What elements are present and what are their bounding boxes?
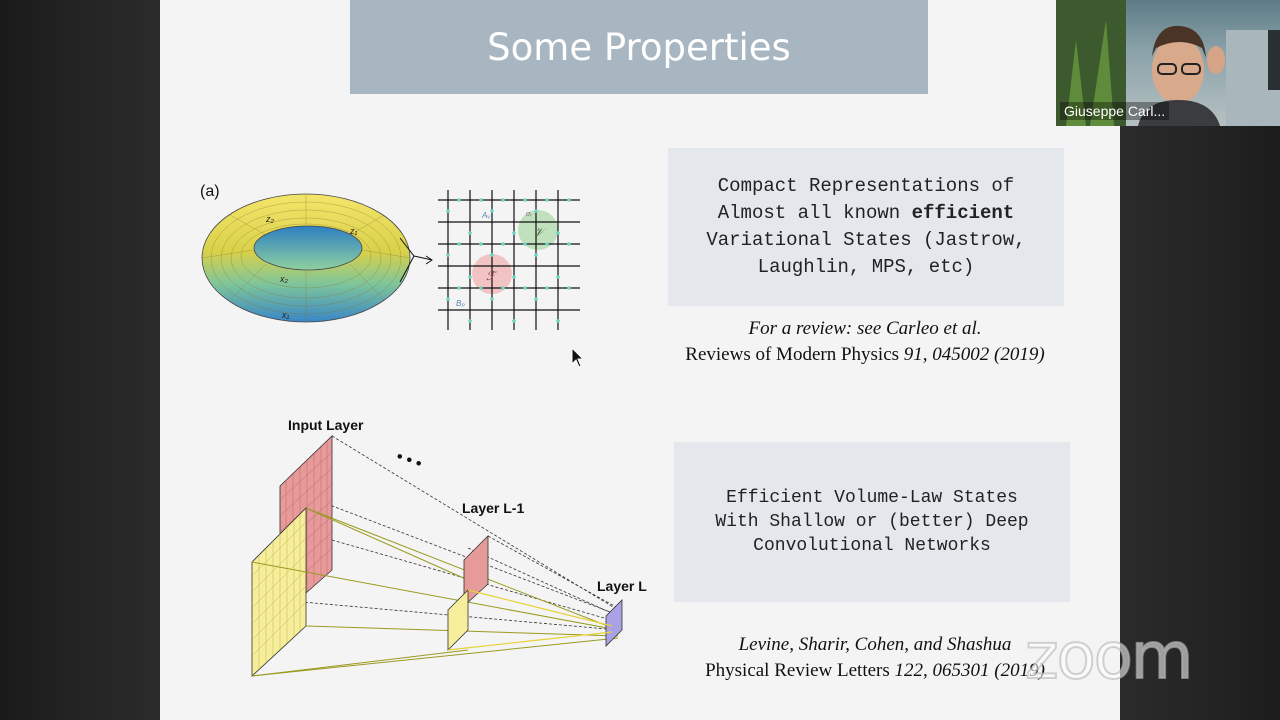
box1-line4: Laughlin, MPS, etc) — [757, 256, 975, 278]
cite1-ref: 91, 045002 (2019) — [903, 344, 1045, 365]
participant-name: Giuseppe Carl... — [1060, 102, 1170, 120]
citation-levine: Levine, Sharir, Cohen, and Shashua Physi… — [655, 632, 1095, 684]
cite1-line1: For a review: see Carleo et al. — [748, 318, 982, 339]
box1-line2: Almost all known — [717, 202, 912, 224]
layer-l-label: Layer L — [597, 578, 647, 594]
property-box-volume-law: Efficient Volume-Law States With Shallow… — [674, 442, 1070, 602]
input-layer-label: Input Layer — [288, 417, 364, 433]
cite2-ref: 122, 065301 (2019) — [894, 660, 1045, 681]
torus-figure: z₂ z₁ x₂ x₁ — [201, 193, 433, 323]
torus-label-z2: z₂ — [265, 214, 275, 224]
box2-line2: With Shallow or (better) Deep — [715, 512, 1029, 532]
torus-hole — [253, 225, 363, 271]
citation-carleo: For a review: see Carleo et al. Reviews … — [630, 316, 1100, 368]
cnn-diagram — [251, 435, 623, 677]
lattice-label-sigma: σᵣ — [526, 211, 532, 218]
cite2-line1: Levine, Sharir, Cohen, and Shashua — [738, 634, 1012, 655]
torus-label-z1: z₁ — [349, 226, 358, 236]
slide-title-bar: Some Properties — [350, 0, 928, 94]
presentation-slide: Some Properties (a) — [160, 0, 1120, 720]
box1-line3: Variational States (Jastrow, — [706, 229, 1026, 251]
box2-line1: Efficient Volume-Law States — [726, 488, 1018, 508]
mouse-cursor-icon — [571, 347, 585, 368]
participant-video-icon — [1056, 0, 1280, 126]
lattice-label-bp: Bₚ — [456, 299, 465, 308]
zoom-watermark: zoom — [1024, 619, 1194, 695]
cite2-journal: Physical Review Letters — [705, 660, 895, 681]
cite1-journal: Reviews of Modern Physics — [685, 344, 904, 365]
lattice-figure: Aᵥ Bₚ σᵣ 𝒱 ℱ — [438, 190, 580, 330]
property-box-compact: Compact Representations of Almost all kn… — [668, 148, 1064, 306]
lattice-label-f: ℱ — [486, 269, 498, 283]
box2-line3: Convolutional Networks — [753, 536, 991, 556]
box1-line1: Compact Representations of — [717, 175, 1015, 197]
slide-title: Some Properties — [487, 26, 791, 69]
participant-video-tile[interactable]: Giuseppe Carl... — [1056, 0, 1280, 126]
layer-l-minus-1-label: Layer L-1 — [462, 500, 525, 516]
figure-a-label: (a) — [200, 183, 220, 200]
box1-efficient: efficient — [911, 202, 1015, 224]
left-margin — [0, 0, 160, 720]
torus-label-x2: x₂ — [279, 274, 289, 284]
torus-label-x1: x₁ — [281, 310, 290, 320]
lattice-label-av: Aᵥ — [481, 211, 490, 220]
